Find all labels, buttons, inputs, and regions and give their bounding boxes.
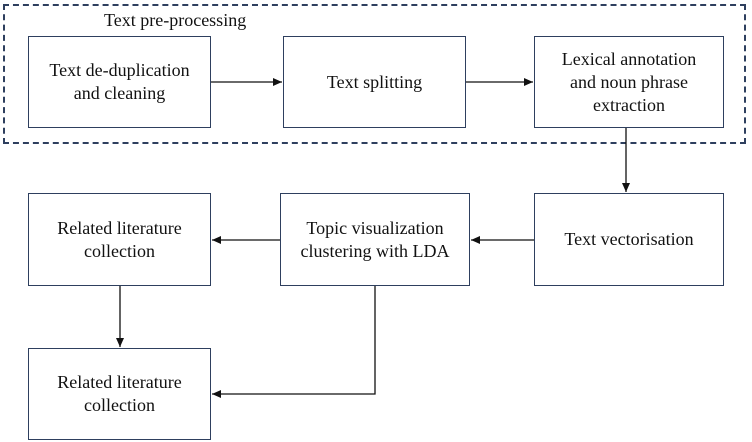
box-lexical-annotation: Lexical annotation and noun phrase extra…: [534, 36, 724, 128]
box-topic-visualization-label: Topic visualization clustering with LDA: [300, 217, 450, 261]
box-text-vectorisation-label: Text vectorisation: [564, 229, 694, 249]
box-related-literature-2-label: Related literature collection: [57, 372, 182, 415]
box-text-splitting-label: Text splitting: [326, 71, 423, 92]
box-text-splitting: Text splitting: [283, 36, 466, 128]
text-preprocessing-group: [3, 4, 746, 144]
box-text-deduplication: Text de-duplication and cleaning: [28, 36, 211, 128]
arrow-topic-to-related2: [212, 286, 376, 398]
box-text-deduplication-label: Text de-duplication and cleaning: [49, 60, 190, 103]
box-related-literature-1-label: Related literature collection: [57, 217, 182, 261]
box-related-literature-2: Related literature collection: [28, 348, 211, 440]
box-topic-visualization: Topic visualization clustering with LDA: [280, 193, 470, 286]
group-label: Text pre-processing: [104, 10, 247, 30]
box-related-literature-1: Related literature collection: [28, 193, 211, 286]
box-lexical-annotation-label: Lexical annotation and noun phrase extra…: [561, 48, 697, 115]
box-text-vectorisation: Text vectorisation: [534, 193, 724, 286]
